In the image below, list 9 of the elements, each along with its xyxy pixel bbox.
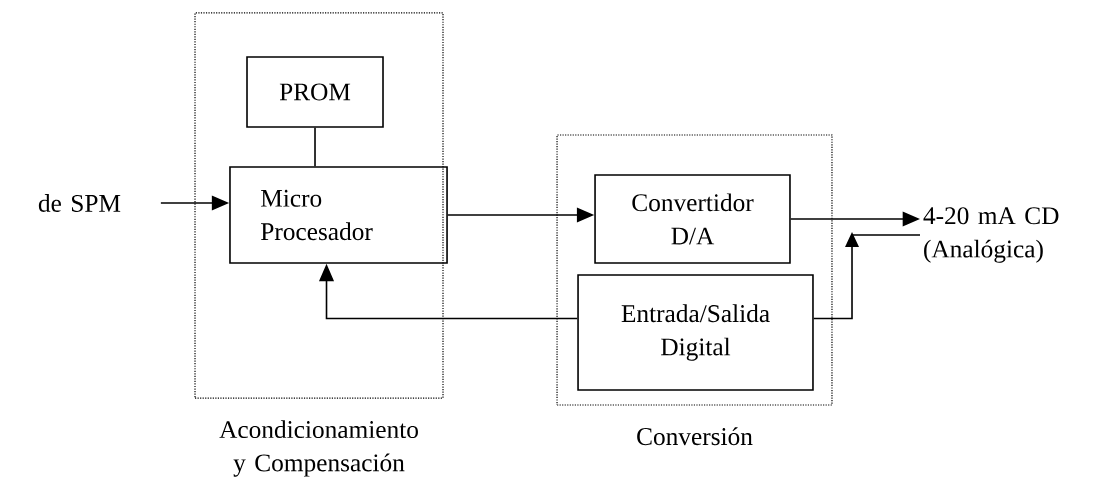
process-box: Entrada/Salida Digital [577,274,814,391]
process-box: Micro Procesador [229,166,448,264]
process-box: Convertidor D/A [594,174,791,264]
signal-label: 4-20 mA CD (Analógica) [923,207,1059,263]
node-label: Acondicionamiento y Compensación [219,420,418,477]
signal-label: de SPM [38,194,121,212]
process-box: PROM [246,56,384,128]
arrow [813,232,921,320]
node-label: Conversión [637,427,753,446]
